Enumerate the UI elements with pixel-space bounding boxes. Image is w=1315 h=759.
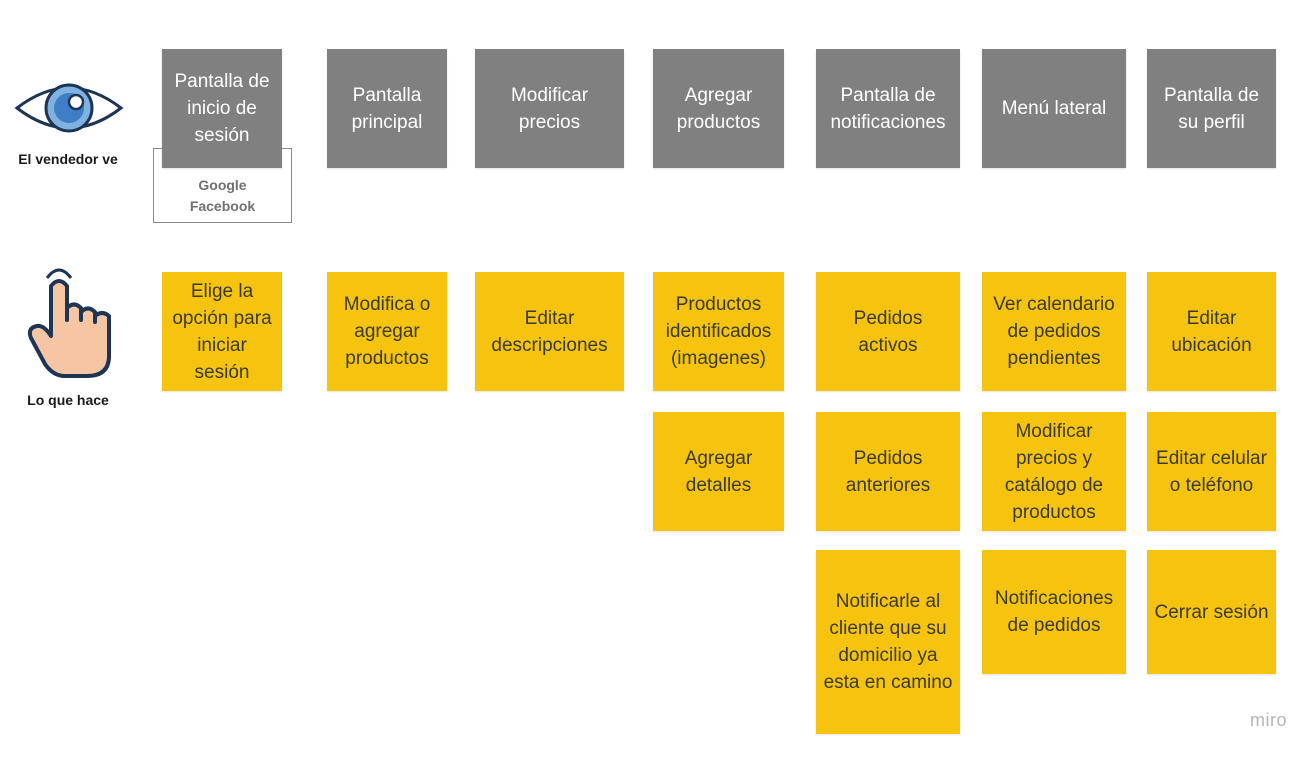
action-edit-descriptions: Editar descripciones	[475, 272, 624, 391]
screen-notifications: Pantalla de notificaciones	[816, 49, 960, 168]
action-edit-phone: Editar celular o teléfono	[1147, 412, 1276, 531]
action-add-details: Agregar detalles	[653, 412, 784, 531]
action-log-out: Cerrar sesión	[1147, 550, 1276, 674]
action-modify-products: Modifica o agregar productos	[327, 272, 447, 391]
screen-add-products: Agregar productos	[653, 49, 784, 168]
action-identified-products: Productos identificados (imagenes)	[653, 272, 784, 391]
action-choose-login: Elige la opción para iniciar sesión	[162, 272, 282, 391]
screen-main: Pantalla principal	[327, 49, 447, 168]
login-option-facebook: Facebook	[189, 198, 256, 214]
eye-icon	[14, 83, 124, 133]
action-order-notifications: Notificaciones de pedidos	[982, 550, 1126, 674]
action-view-calendar: Ver calendario de pedidos pendientes	[982, 272, 1126, 391]
miro-watermark: miro	[1250, 710, 1287, 730]
action-active-orders: Pedidos activos	[816, 272, 960, 391]
screen-side-menu: Menú lateral	[982, 49, 1126, 168]
screen-profile: Pantalla de su perfil	[1147, 49, 1276, 168]
screen-login: Pantalla de inicio de sesión	[162, 49, 282, 168]
action-previous-orders: Pedidos anteriores	[816, 412, 960, 531]
row-label-does: Lo que hace	[27, 392, 109, 408]
row-label-sees: El vendedor ve	[18, 151, 118, 167]
login-option-google: Google	[198, 177, 247, 193]
pointing-hand-icon	[27, 268, 111, 378]
action-notify-client: Notificarle al cliente que su domicilio …	[816, 550, 960, 734]
action-edit-location: Editar ubicación	[1147, 272, 1276, 391]
screen-modify-prices: Modificar precios	[475, 49, 624, 168]
action-modify-catalog: Modificar precios y catálogo de producto…	[982, 412, 1126, 531]
